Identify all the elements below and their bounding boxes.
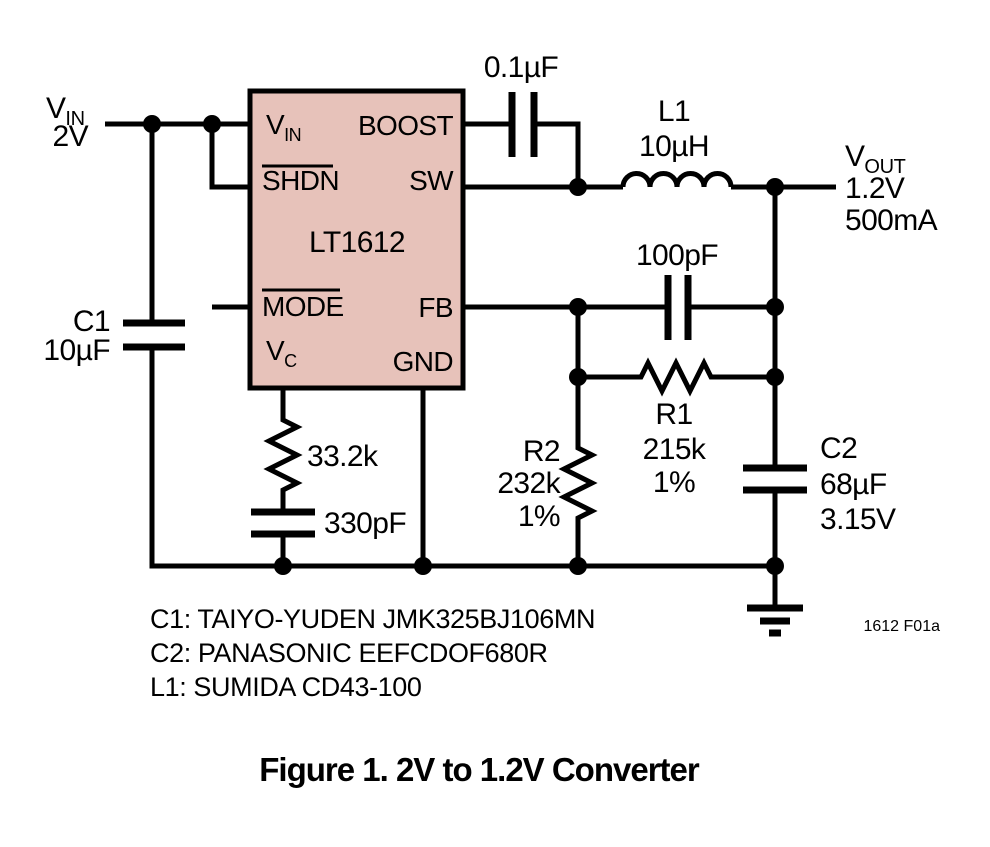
vc-cap-value-label: 330pF: [324, 507, 406, 540]
c2-rating-label: 3.15V: [820, 503, 896, 536]
bom-notes: C1: TAIYO-YUDEN JMK325BJ106MN C2: PANASO…: [150, 604, 595, 702]
junction-dot: [569, 178, 587, 196]
vin-symbol: V: [266, 109, 285, 140]
ic-pin-shdn-label: SHDN: [262, 165, 339, 196]
vin-sub: IN: [65, 108, 84, 130]
ic-part-number: LT1612: [309, 226, 405, 259]
l1-ref-label: L1: [658, 95, 690, 128]
ic-pin-vc-label: VC: [266, 335, 297, 371]
vin-voltage-label: 2V: [53, 120, 89, 153]
junction-dot: [274, 557, 292, 575]
component-fb-cap: [463, 275, 775, 340]
component-labels: C1 10µF 0.1µF L1 10µH 100pF R1 215k 1% R…: [43, 51, 896, 540]
c1-ref-label: C1: [73, 305, 110, 338]
signal-labels: VIN 2V VOUT 1.2V 500mA: [46, 92, 938, 237]
vout-current-label: 500mA: [845, 204, 938, 237]
vc-resistor-value-label: 33.2k: [307, 440, 379, 473]
net-vin: [105, 121, 252, 310]
vin-subscript: IN: [284, 125, 301, 145]
r2-resistor: [558, 307, 598, 566]
junction-dots: [143, 115, 784, 575]
ic-pin-fb-label: FB: [418, 292, 453, 323]
r2-ref-label: R2: [523, 435, 560, 468]
component-c1: [123, 124, 775, 569]
ic-body: [247, 88, 466, 391]
figure-caption: Figure 1. 2V to 1.2V Converter: [259, 751, 700, 788]
junction-dot: [143, 115, 161, 133]
l1-inductor-coil: [620, 171, 734, 188]
shdn-wire: [209, 124, 252, 190]
junction-dot: [766, 298, 784, 316]
ic-pin-sw-label: SW: [409, 165, 454, 196]
r1-resistor: [578, 357, 775, 397]
c1-bottom-wire-and-ground-rail: [149, 347, 775, 569]
ic-pin-labels: VIN SHDN MODE VC BOOST SW FB GND LT1612: [262, 109, 455, 377]
junction-dot: [203, 115, 221, 133]
junction-dot: [414, 557, 432, 575]
component-boost-cap: [463, 92, 581, 187]
figure-ref-label: 1612 F01a: [863, 618, 940, 635]
component-ic-lt1612: [247, 88, 466, 391]
component-c2: [743, 464, 807, 566]
junction-dot: [569, 557, 587, 575]
r1-ref-label: R1: [655, 398, 692, 431]
vc-subscript: C: [284, 351, 297, 371]
r1-tolerance-label: 1%: [653, 466, 695, 499]
r1-value-label: 215k: [643, 433, 707, 466]
c2-value-label: 68µF: [820, 468, 887, 501]
vin-signal-label: VIN: [46, 92, 85, 130]
note-l1: L1: SUMIDA CD43-100: [150, 672, 422, 702]
vc-resistor: [263, 388, 303, 512]
component-r2: [558, 307, 598, 566]
ic-pin-boost-label: BOOST: [358, 110, 454, 141]
vc-symbol: V: [266, 335, 285, 366]
junction-dot: [766, 178, 784, 196]
vout-sub: OUT: [864, 156, 905, 178]
c1-value-label: 10µF: [43, 334, 110, 367]
c2-ref-label: C2: [820, 432, 857, 465]
note-c2: C2: PANASONIC EEFCDOF680R: [150, 638, 548, 668]
note-c1: C1: TAIYO-YUDEN JMK325BJ106MN: [150, 604, 595, 634]
component-vc-compensation: [251, 388, 315, 566]
junction-dot: [766, 368, 784, 386]
r2-tolerance-label: 1%: [518, 500, 560, 533]
r2-value-label: 232k: [497, 467, 561, 500]
net-sw-vout: [463, 171, 836, 468]
vout-voltage-label: 1.2V: [845, 172, 905, 205]
boost-wire-right: [534, 121, 581, 187]
vout-sym: V: [845, 140, 865, 173]
junction-dot: [766, 557, 784, 575]
ic-pin-gnd-label: GND: [393, 346, 453, 377]
fb-cap-value-label: 100pF: [636, 239, 718, 272]
ic-pin-mode-label: MODE: [262, 291, 344, 322]
junction-dot: [569, 368, 587, 386]
component-r1: [578, 357, 775, 397]
ic-pin-vin-label: VIN: [266, 109, 301, 145]
junction-dot: [569, 298, 587, 316]
l1-value-label: 10µH: [639, 130, 709, 163]
vin-sym: V: [46, 92, 66, 125]
boost-cap-value-label: 0.1µF: [484, 51, 559, 84]
ground-symbol: [747, 566, 803, 637]
vout-signal-label: VOUT: [845, 140, 906, 178]
